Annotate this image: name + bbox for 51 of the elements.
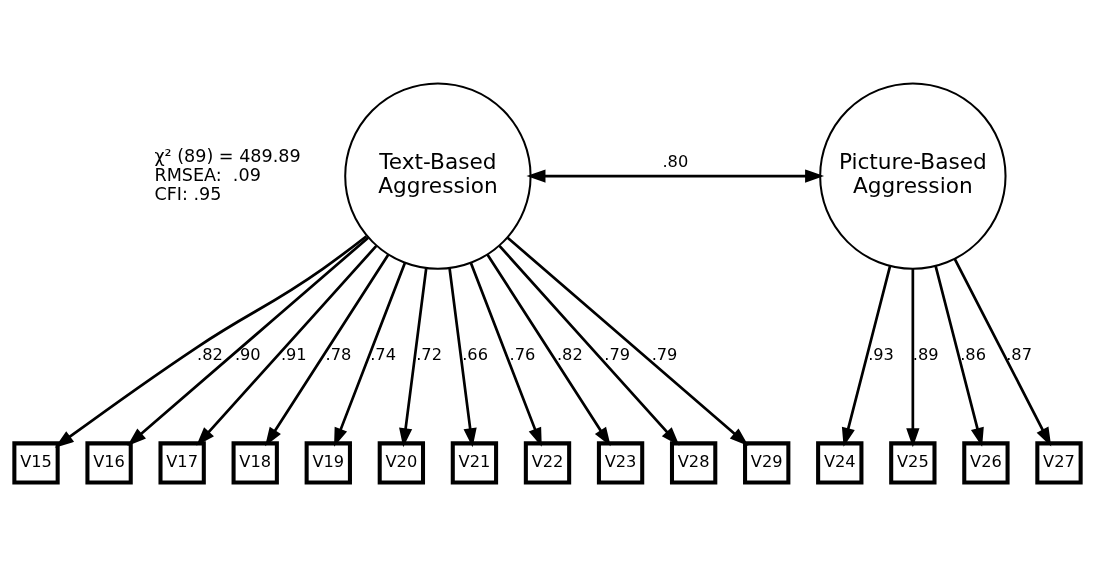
edge-label: .72 bbox=[416, 344, 442, 364]
arrow bbox=[448, 267, 477, 447]
arrow bbox=[54, 234, 368, 448]
node-box: V26 bbox=[962, 440, 1010, 485]
arrow bbox=[506, 236, 749, 446]
arrow bbox=[127, 236, 370, 446]
arrow bbox=[486, 253, 611, 446]
arrow bbox=[953, 257, 1052, 447]
label: χ² (89) = 489.89 bbox=[154, 145, 301, 166]
edge-label: .74 bbox=[370, 344, 396, 364]
arrow bbox=[334, 262, 407, 447]
edge-label: .89 bbox=[912, 344, 939, 364]
arrow bbox=[841, 265, 892, 447]
arrow bbox=[399, 267, 428, 447]
edge-label: .91 bbox=[280, 344, 307, 364]
edge-label: .66 bbox=[462, 344, 489, 364]
label: CFI: .95 bbox=[154, 183, 222, 204]
arrow bbox=[906, 268, 920, 447]
edge-label: .80 bbox=[662, 151, 689, 171]
node-box: V22 bbox=[523, 440, 572, 485]
node-box: V17 bbox=[158, 440, 206, 485]
edge-label: .93 bbox=[868, 344, 894, 364]
arrow bbox=[265, 253, 390, 446]
arrow bbox=[469, 262, 542, 447]
arrow bbox=[196, 244, 378, 446]
edge-label: .79 bbox=[651, 344, 678, 364]
node-box: V28 bbox=[669, 440, 718, 485]
node-circle: Text-Based Aggression bbox=[344, 81, 532, 270]
edge-label: .82 bbox=[556, 344, 583, 364]
node-box: V25 bbox=[889, 440, 937, 485]
node-box: V16 bbox=[85, 440, 133, 485]
arrow bbox=[526, 168, 825, 183]
edge-label: .86 bbox=[960, 344, 986, 364]
edge-label: .79 bbox=[604, 344, 631, 364]
edge-label: .82 bbox=[196, 344, 223, 364]
edge-label: .78 bbox=[325, 344, 352, 364]
arrow bbox=[934, 265, 984, 447]
edge-label: .76 bbox=[509, 344, 536, 364]
node-box: V19 bbox=[304, 440, 352, 485]
node-box: V20 bbox=[377, 440, 426, 485]
node-circle: Picture-Based Aggression bbox=[819, 81, 1007, 270]
node-box: V21 bbox=[450, 440, 499, 485]
edge-label: .90 bbox=[234, 344, 261, 364]
edge-label: .87 bbox=[1006, 344, 1032, 364]
node-box: V23 bbox=[596, 440, 645, 485]
node-box: V15 bbox=[12, 440, 60, 485]
node-box: V27 bbox=[1035, 440, 1083, 485]
arrow bbox=[498, 244, 680, 446]
node-box: V24 bbox=[816, 440, 864, 485]
node-box: V18 bbox=[231, 440, 279, 485]
node-box: V29 bbox=[743, 440, 791, 485]
